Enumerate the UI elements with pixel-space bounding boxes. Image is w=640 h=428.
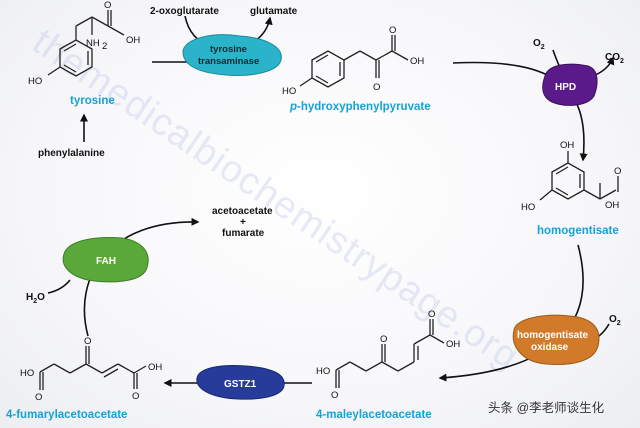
fumarylacetoacetate-structure: HO O O O OH <box>20 336 162 403</box>
glutamate-label: glutamate <box>250 6 298 17</box>
svg-text:HO: HO <box>316 366 330 377</box>
arrow-h2o-in <box>47 279 71 294</box>
svg-text:OH: OH <box>126 35 140 46</box>
oxoglutarate-label: 2-oxoglutarate <box>150 6 219 17</box>
svg-text:HO: HO <box>521 202 535 213</box>
svg-text:tyrosine: tyrosine <box>210 44 247 55</box>
svg-text:O: O <box>614 166 621 177</box>
phenylalanine-label: phenylalanine <box>38 148 105 159</box>
maleylacetoacetate-structure: HO O O O OH <box>316 309 460 401</box>
svg-text:HO: HO <box>282 86 296 97</box>
svg-text:O: O <box>331 390 338 401</box>
maleylacetoacetate-label: 4-maleylacetoacetate <box>316 409 432 421</box>
svg-text:OH: OH <box>148 362 162 373</box>
enzyme-homogentisate-oxidase: homogentisate oxidase <box>512 314 600 365</box>
credit-caption: 头条 @李老师谈生化 <box>488 400 605 415</box>
svg-text:oxidase: oxidase <box>531 342 569 353</box>
svg-text:O: O <box>104 0 111 11</box>
svg-text:O: O <box>428 309 435 320</box>
enzyme-fah: FAH <box>62 237 149 283</box>
svg-text:O: O <box>132 391 139 402</box>
o2-label-hgd: O2 <box>609 314 621 327</box>
tyrosine-label: tyrosine <box>70 95 115 107</box>
enzyme-hpd: HPD <box>542 63 598 106</box>
fumarylacetoacetate-label: 4-fumarylacetoacetate <box>6 409 127 421</box>
enzyme-gstz1: GSTZ1 <box>196 365 285 400</box>
svg-text:O: O <box>35 392 42 403</box>
svg-text:O: O <box>84 336 91 347</box>
svg-text:HPD: HPD <box>555 82 576 93</box>
svg-text:OH: OH <box>605 200 619 211</box>
svg-text:NH: NH <box>86 38 100 49</box>
svg-text:transaminase: transaminase <box>198 56 259 67</box>
enzyme-tyrosine-transaminase: tyrosine transaminase <box>182 34 282 76</box>
svg-text:FAH: FAH <box>96 256 116 267</box>
svg-text:OH: OH <box>410 56 424 67</box>
svg-text:O: O <box>389 25 396 36</box>
svg-text:O: O <box>373 82 380 93</box>
svg-text:O: O <box>380 334 387 345</box>
homogentisate-label: homogentisate <box>537 225 619 237</box>
co2-label: CO2 <box>605 52 624 65</box>
o2-label-hpd: O2 <box>533 38 545 51</box>
svg-text:HO: HO <box>28 76 42 87</box>
fah-products: acetoacetate + fumarate <box>212 206 273 239</box>
svg-text:GSTZ1: GSTZ1 <box>224 379 257 390</box>
hppa-label: p-hydroxyphenylpyruvate <box>289 101 431 113</box>
tyrosine-structure: HO O OH NH 2 <box>28 0 140 87</box>
svg-text:homogentisate: homogentisate <box>517 330 589 341</box>
h2o-label: H2O <box>26 292 45 305</box>
homogentisate-structure: OH HO O OH <box>521 140 621 213</box>
acetoacetate-label: acetoacetate <box>212 206 273 217</box>
svg-text:OH: OH <box>560 140 574 151</box>
svg-text:HO: HO <box>20 368 34 379</box>
svg-text:OH: OH <box>446 339 460 350</box>
plus-sign: + <box>240 217 246 228</box>
hppa-structure: HO O O OH <box>282 25 424 97</box>
svg-text:2: 2 <box>102 41 107 52</box>
watermark: themedicalbiochemistrypage.org <box>25 21 527 379</box>
fumarate-label: fumarate <box>222 228 265 239</box>
